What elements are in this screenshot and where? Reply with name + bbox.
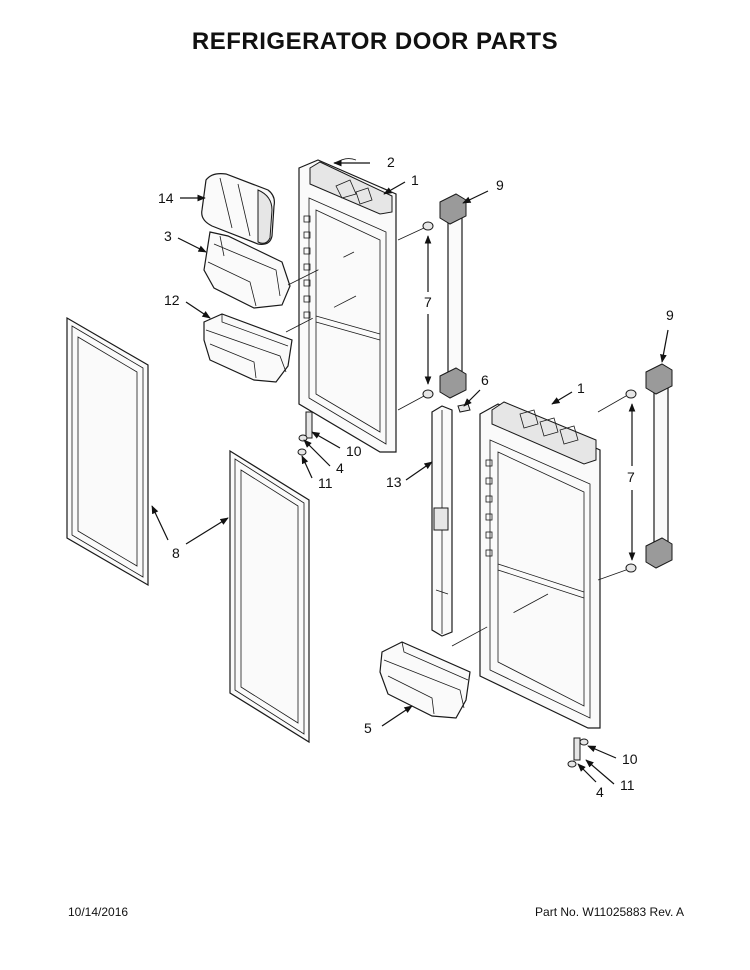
callout-12: 12 — [164, 292, 180, 308]
center-mullion — [431, 405, 453, 637]
callout-10-right: 10 — [622, 751, 638, 767]
callout-7-left: 7 — [424, 294, 432, 310]
callout-7-right: 7 — [627, 469, 635, 485]
handle-left — [439, 193, 467, 399]
callout-3: 3 — [164, 228, 172, 244]
callout-1-right-door: 1 — [577, 380, 585, 396]
callout-10-left: 10 — [346, 443, 362, 459]
callout-2: 2 — [387, 154, 395, 170]
handle-studs — [422, 221, 637, 573]
ice-dispenser-cover — [201, 173, 275, 245]
callout-5: 5 — [364, 720, 372, 736]
callout-11-right: 11 — [620, 777, 635, 793]
leader-lines — [151, 158, 669, 785]
callout-14: 14 — [158, 190, 174, 206]
door-gasket-left — [66, 316, 149, 587]
callout-8: 8 — [172, 545, 180, 561]
callout-1-left-door: 1 — [411, 172, 419, 188]
door-gasket-right — [229, 449, 310, 744]
callout-labels: 2 1 9 14 3 12 7 6 10 4 11 13 8 1 9 7 5 1… — [158, 154, 674, 800]
callout-13: 13 — [386, 474, 402, 490]
callout-9-right: 9 — [666, 307, 674, 323]
callout-11-left: 11 — [318, 475, 333, 491]
right-door — [479, 401, 601, 729]
callout-4-right: 4 — [596, 784, 604, 800]
door-bin-upper — [203, 313, 293, 383]
footer-date: 10/14/2016 — [68, 905, 129, 919]
dispenser-bin — [203, 231, 291, 309]
page-title: REFRIGERATOR DOOR PARTS — [191, 28, 559, 55]
footer-part-number: Part No. W11025883 Rev. A — [535, 905, 684, 919]
left-door — [298, 159, 397, 453]
callout-9-left: 9 — [496, 177, 504, 193]
door-bin-lower — [379, 641, 471, 719]
callout-6: 6 — [481, 372, 489, 388]
callout-4-left: 4 — [336, 460, 344, 476]
handle-right — [645, 363, 673, 569]
